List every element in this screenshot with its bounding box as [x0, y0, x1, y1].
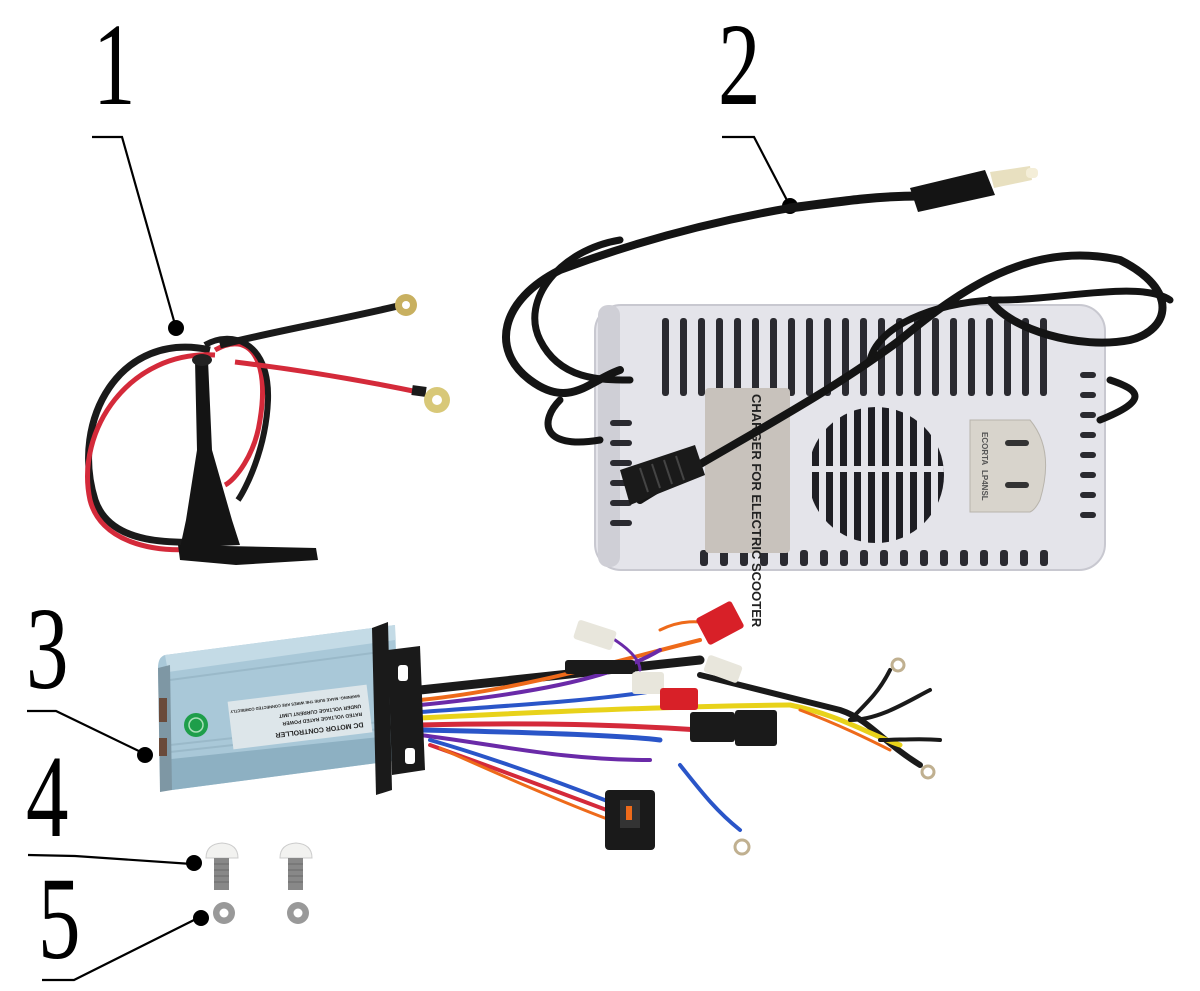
callout-number-3: 3	[26, 583, 69, 714]
leader-line-4	[27, 853, 193, 866]
callout-number-5: 5	[38, 853, 81, 984]
svg-text:LP4NSL: LP4NSL	[980, 470, 989, 501]
charger-vents-bottom	[700, 550, 1048, 566]
leader-line-3	[27, 709, 146, 755]
leader-lines	[27, 135, 791, 982]
leader-line-1	[92, 135, 178, 329]
connector-black	[690, 712, 735, 742]
part-1-battery-cable	[85, 294, 450, 565]
callout-number-2: 2	[718, 0, 761, 130]
charger-label	[705, 388, 790, 553]
controller-label: DC MOTOR CONTROLLER RATED VOLTAGE RATED …	[227, 684, 373, 750]
connector-white-small	[632, 672, 664, 694]
svg-text:ECORTA: ECORTA	[980, 432, 989, 465]
charger-vents-right	[1080, 372, 1096, 518]
part-4-screws	[205, 842, 313, 890]
charger-fan-grille	[808, 407, 944, 543]
connector-black-tube	[565, 660, 635, 674]
leader-line-5	[42, 917, 199, 982]
charger-plug	[910, 170, 995, 212]
charger-vents-top	[662, 318, 1047, 396]
charger-label-text: CHARGER FOR ELECTRIC SCOOTER	[749, 394, 764, 628]
connector-red-small	[660, 688, 698, 710]
connector-white	[573, 620, 617, 650]
leader-dot-5	[193, 910, 209, 926]
controller-wiring-harness	[415, 620, 942, 832]
part-3-motor-controller: DC MOTOR CONTROLLER RATED VOLTAGE RATED …	[158, 601, 942, 856]
screw-icon	[279, 842, 313, 890]
leader-dot-3	[137, 747, 153, 763]
callout-number-1: 1	[93, 0, 136, 130]
charger-output-connector	[620, 445, 705, 505]
screw-icon	[205, 842, 239, 890]
part-2-charger: CHARGER FOR ELECTRIC SCOOTER ECORTA LP4N…	[502, 166, 1174, 628]
controller-cert-badge	[184, 713, 208, 737]
leader-dot-4	[186, 855, 202, 871]
leader-dot-1	[168, 320, 184, 336]
part-5-washers	[213, 902, 309, 924]
connector-red	[696, 601, 744, 645]
charger-power-cord	[502, 191, 1174, 504]
callout-number-4: 4	[26, 731, 69, 862]
leader-line-2	[722, 135, 791, 207]
controller-mounting-flange	[372, 622, 392, 795]
